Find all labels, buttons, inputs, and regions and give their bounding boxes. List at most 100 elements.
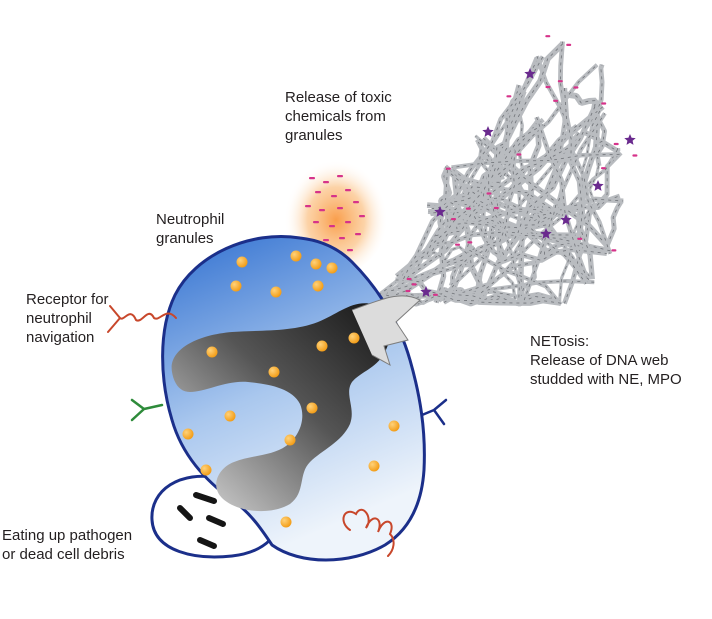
star-icon — [524, 68, 536, 79]
dna-strand-shade — [440, 124, 544, 245]
toxic-release-line-3: granules — [285, 127, 343, 144]
star-icon — [434, 206, 446, 217]
granules-line-2: granules — [156, 230, 214, 247]
toxic-release-label: Release of toxic chemicals from granules — [285, 88, 392, 145]
dna-strand-shade — [430, 196, 484, 214]
dna-strand-shade — [375, 248, 475, 302]
net-protein-dot — [411, 283, 417, 286]
dna-strand-shade — [517, 204, 557, 234]
dna-strand-shade — [440, 125, 578, 238]
toxic-particle — [319, 209, 325, 212]
dna-strand — [534, 116, 589, 279]
net-protein-dot — [406, 277, 412, 281]
granule-icon — [312, 280, 324, 292]
granule-icon — [280, 516, 292, 528]
receptor-coil-left — [107, 305, 177, 333]
toxic-particle — [305, 205, 311, 208]
receptor-icon — [107, 305, 448, 557]
granule-icon — [224, 410, 236, 422]
dna-strand-shade — [478, 300, 562, 304]
dna-strand-shade — [460, 222, 611, 252]
neutrophil-granules — [182, 250, 400, 528]
star-icon — [420, 286, 432, 297]
net-protein-dot — [486, 192, 492, 195]
dna-strand — [496, 150, 518, 259]
toxic-release-line-1: Release of toxic — [285, 89, 392, 106]
granule-icon — [388, 420, 400, 432]
granule-icon — [206, 346, 218, 358]
granule-icon — [284, 434, 296, 446]
dna-strand-shade — [564, 87, 593, 280]
toxic-particle — [323, 181, 329, 184]
granule-icon — [368, 460, 380, 472]
net-protein-dot — [445, 167, 451, 170]
net-protein-dot — [577, 237, 583, 240]
granule-icon — [290, 250, 302, 262]
toxic-particle — [337, 207, 343, 210]
dna-strand-shade — [596, 64, 606, 166]
net-protein-dot — [516, 153, 522, 156]
net-protein-dot — [566, 43, 572, 46]
net-protein-dot — [632, 154, 638, 157]
dna-strand-shade — [381, 106, 604, 303]
pathogen-icon — [177, 492, 226, 549]
star-icon — [592, 180, 604, 191]
net-protein-dot — [455, 243, 460, 246]
receptor-line-2: neutrophil — [26, 310, 92, 327]
receptor-coil-bottom — [342, 508, 395, 557]
net-protein-dot — [432, 293, 438, 296]
dna-strand — [496, 247, 608, 266]
phagocytosis-label: Eating up pathogen or dead cell debris — [2, 526, 132, 564]
toxic-particle — [355, 233, 361, 236]
granule-icon — [236, 256, 248, 268]
toxic-particle — [337, 175, 343, 178]
dna-strand-shade — [398, 56, 544, 282]
granule-icon — [326, 262, 338, 274]
dna-strand — [604, 199, 624, 248]
net-protein-dot — [545, 35, 551, 38]
toxic-particle — [359, 215, 365, 218]
star-icon — [482, 126, 494, 137]
net-strand — [351, 295, 421, 367]
netosis-line-3: studded with NE, MPO — [530, 371, 682, 388]
granules-label: Neutrophil granules — [156, 210, 224, 248]
netosis-label: NETosis: Release of DNA web studded with… — [530, 332, 682, 389]
pathogen-rod — [206, 515, 226, 527]
granule-icon — [306, 402, 318, 414]
netosis-line-1: NETosis: — [530, 333, 590, 350]
netosis-line-2: Release of DNA web — [530, 352, 669, 369]
toxic-particle — [345, 221, 351, 224]
dna-strand-shade — [438, 113, 597, 302]
receptor-line-3: navigation — [26, 329, 95, 346]
star-icon — [540, 228, 552, 239]
dna-strand-shade — [469, 249, 562, 305]
dna-strand-shade — [416, 246, 468, 261]
net-protein-dot — [451, 218, 456, 221]
toxic-particle — [315, 191, 321, 194]
granule-icon — [348, 332, 360, 344]
toxic-chemical-dots — [305, 175, 365, 254]
dna-net-icon — [374, 35, 638, 307]
toxic-particle — [347, 249, 353, 252]
dna-strand-shade — [427, 195, 480, 211]
toxic-release-line-2: chemicals from — [285, 108, 386, 125]
toxic-particle — [329, 225, 335, 228]
net-protein-dot — [601, 167, 606, 170]
dna-strand — [435, 132, 585, 239]
net-protein-dot — [545, 85, 551, 89]
phagocytosis-line-1: Eating up pathogen — [2, 527, 133, 544]
net-protein-dot — [506, 95, 512, 98]
dna-strand-shade — [564, 152, 622, 304]
granule-icon — [230, 280, 242, 292]
net-protein-dot — [553, 99, 559, 102]
phagocytosis-line-2: or dead cell debris — [2, 546, 125, 563]
granule-icon — [270, 286, 282, 298]
granule-icon — [310, 258, 322, 270]
toxic-particle — [345, 189, 351, 192]
granule-icon — [316, 340, 328, 352]
pathogen-rod — [193, 492, 217, 504]
toxic-particle — [309, 177, 315, 180]
star-icon — [624, 134, 636, 145]
toxic-particle — [339, 237, 345, 240]
